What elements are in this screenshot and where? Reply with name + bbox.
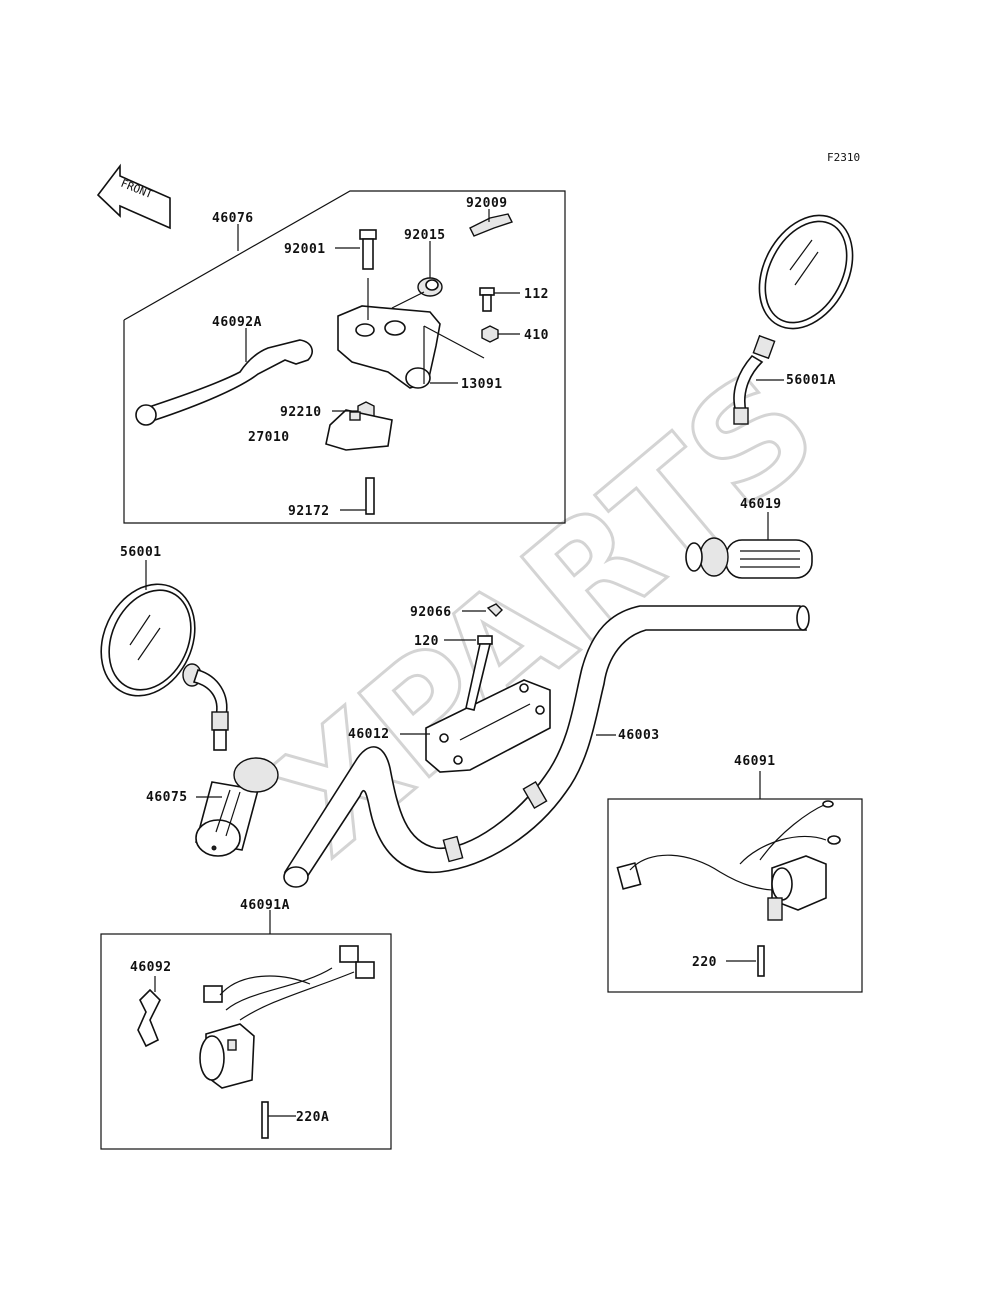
label-92015: 92015 xyxy=(404,228,446,243)
label-112: 112 xyxy=(524,287,549,302)
label-27010: 27010 xyxy=(248,430,290,445)
figure-code: F2310 xyxy=(827,151,860,164)
label-46019: 46019 xyxy=(740,497,782,512)
label-13091: 13091 xyxy=(461,377,503,392)
label-410: 410 xyxy=(524,328,549,343)
lever-assembly-leaders xyxy=(237,209,520,511)
part-46092A-lever xyxy=(135,339,313,426)
label-56001: 56001 xyxy=(120,545,162,560)
part-120-bolt xyxy=(465,635,493,711)
label-46092A: 46092A xyxy=(212,315,262,330)
label-220: 220 xyxy=(692,955,717,970)
label-56001A: 56001A xyxy=(786,373,836,388)
label-46091A: 46091A xyxy=(240,898,290,913)
front-arrow-icon: FRONT xyxy=(96,163,171,230)
part-13091-bracket xyxy=(337,305,441,389)
part-46003-handlebar xyxy=(283,605,810,888)
label-46003: 46003 xyxy=(618,728,660,743)
part-46075-grip xyxy=(195,757,279,857)
label-92066: 92066 xyxy=(410,605,452,620)
label-92172: 92172 xyxy=(288,504,330,519)
part-92172-screw xyxy=(365,477,375,515)
part-92001-pin xyxy=(359,229,377,270)
part-46092-lever xyxy=(137,988,161,1048)
label-120: 120 xyxy=(414,634,439,649)
switch-box-46091A xyxy=(100,910,392,1150)
label-46076: 46076 xyxy=(212,211,254,226)
part-112-screw xyxy=(479,287,495,312)
label-46092: 46092 xyxy=(130,960,172,975)
label-46012: 46012 xyxy=(348,727,390,742)
label-220A: 220A xyxy=(296,1110,329,1125)
part-46091A-switch xyxy=(199,945,375,1139)
label-46075: 46075 xyxy=(146,790,188,805)
lever-assembly-box xyxy=(123,190,566,524)
label-92009: 92009 xyxy=(466,196,508,211)
part-56001-mirror xyxy=(100,583,229,751)
part-46012-clamp xyxy=(425,679,551,773)
part-46019-grip xyxy=(685,537,813,579)
label-92001: 92001 xyxy=(284,242,326,257)
part-92066-plug xyxy=(486,603,503,617)
switch-box-46091 xyxy=(607,771,863,993)
part-46091-switch xyxy=(616,800,841,977)
part-56001A-mirror xyxy=(733,214,854,425)
part-27010-switch xyxy=(325,409,393,451)
label-46091: 46091 xyxy=(734,754,776,769)
part-410-nut xyxy=(481,325,499,343)
part-92009-bolt xyxy=(469,213,513,237)
label-92210: 92210 xyxy=(280,405,322,420)
